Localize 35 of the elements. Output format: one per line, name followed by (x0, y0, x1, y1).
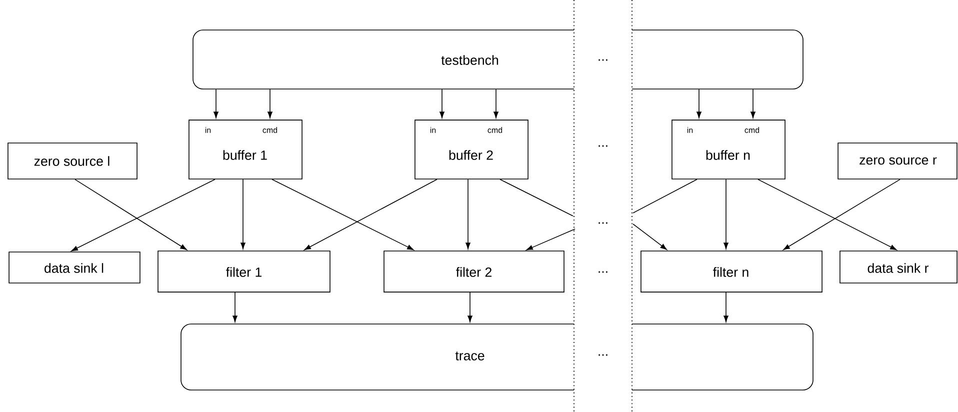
arrow (466, 178, 470, 250)
process-box: zero source l (8, 142, 138, 180)
arrow (214, 88, 218, 118)
arrow (272, 178, 414, 250)
arrow (758, 178, 897, 250)
ellipsis: ... (598, 59, 608, 61)
arrow (783, 179, 900, 250)
arrow (750, 88, 756, 118)
buffer-box: in cmd buffer 1 (188, 120, 302, 180)
process-box: filter 2 (384, 250, 564, 292)
ellipsis: ... (598, 354, 608, 356)
process-box: filter 1 (158, 250, 330, 292)
process-box: filter n (640, 250, 822, 292)
process-box: data sink l (8, 252, 140, 284)
arrow (71, 178, 216, 252)
process-box: data sink r (840, 250, 958, 284)
arrow (268, 88, 272, 118)
ellipsis: ... (598, 222, 608, 224)
arrow (526, 228, 576, 250)
process-box: zero source r (838, 142, 958, 180)
buffer-box: in cmd buffer 2 (414, 120, 528, 180)
arrow (632, 224, 667, 250)
ellipsis: ... (598, 271, 608, 273)
buffer-box: in cmd buffer n (672, 120, 786, 180)
arrow (440, 88, 444, 118)
arrow (240, 178, 246, 250)
arrow (232, 292, 238, 322)
arrow (304, 178, 438, 250)
arrow (724, 292, 728, 322)
arrow (494, 88, 498, 118)
arrow (724, 178, 728, 250)
arrow (468, 292, 472, 322)
arrow (696, 88, 702, 118)
ellipsis: ... (598, 145, 608, 147)
arrow (74, 179, 187, 250)
